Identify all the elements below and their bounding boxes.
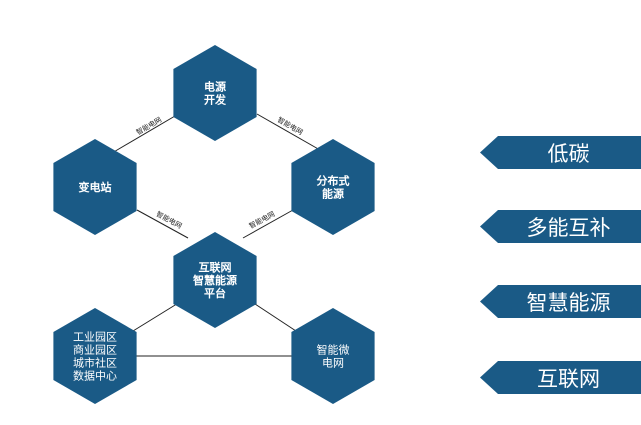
tag-label: 低碳 bbox=[547, 141, 590, 166]
connector-line bbox=[256, 113, 321, 151]
node-label: 平台 bbox=[204, 286, 226, 300]
node-label: 能源 bbox=[322, 187, 344, 201]
node-label: 数据中心 bbox=[73, 369, 117, 383]
tag-internet: 互联网 bbox=[480, 361, 641, 394]
node-label: 分布式 bbox=[317, 174, 350, 188]
hexagon-node-power-source bbox=[173, 45, 257, 141]
node-label: 电源 bbox=[204, 80, 226, 94]
hexagon-node-distributed-energy bbox=[291, 139, 375, 235]
node-label: 开发 bbox=[204, 93, 227, 107]
node-label: 智慧能源 bbox=[193, 273, 237, 287]
node-label: 商业园区 bbox=[73, 343, 117, 357]
node-label: 城市社区 bbox=[73, 356, 117, 370]
hexagon-node-platform bbox=[173, 232, 257, 328]
tag-smart-energy: 智慧能源 bbox=[480, 285, 641, 318]
node-label: 变电站 bbox=[79, 180, 112, 194]
connector-line bbox=[132, 301, 181, 332]
tag-label: 互联网 bbox=[537, 366, 600, 391]
node-label: 电网 bbox=[322, 357, 344, 370]
connector-line bbox=[251, 301, 297, 332]
node-label: 互联网 bbox=[199, 260, 232, 274]
tag-multi-energy: 多能互补 bbox=[480, 210, 641, 243]
connector-line bbox=[111, 115, 176, 154]
hexagon-node-parks bbox=[53, 308, 137, 404]
tag-label: 智慧能源 bbox=[526, 290, 611, 315]
hexagon-node-substation bbox=[53, 139, 137, 235]
node-label: 工业园区 bbox=[73, 331, 117, 344]
hexagon-node-microgrid bbox=[291, 308, 375, 404]
connector-line bbox=[242, 209, 294, 239]
tag-low-carbon: 低碳 bbox=[480, 136, 641, 169]
connector-line bbox=[136, 209, 189, 239]
node-label: 智能微 bbox=[317, 343, 350, 357]
tag-label: 多能互补 bbox=[526, 215, 611, 240]
